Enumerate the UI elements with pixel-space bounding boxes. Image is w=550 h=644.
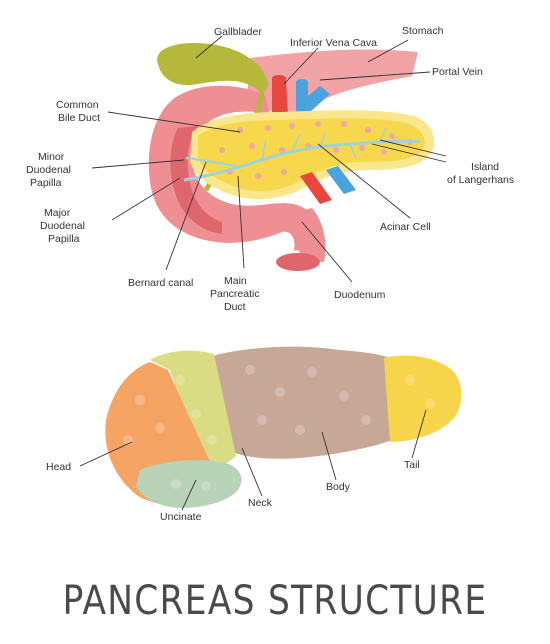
label-head: Head [46, 461, 71, 473]
label-minor-papilla-3: Papilla [30, 177, 62, 189]
label-major-papilla-2: Duodenal [40, 220, 85, 232]
label-tail: Tail [404, 459, 420, 471]
anatomy-illustration [148, 42, 435, 271]
region-uncinate-shape [136, 460, 242, 508]
label-stomach: Stomach [402, 25, 444, 37]
label-acinar-cell: Acinar Cell [380, 221, 431, 233]
label-main-duct-3: Duct [224, 301, 246, 313]
label-islands-2: of Langerhans [447, 174, 514, 186]
duodenum-tube [290, 208, 326, 262]
duodenum-opening [276, 253, 320, 271]
label-islands-1: Island [471, 161, 499, 173]
stomach-shape [246, 49, 418, 112]
gallbladder-shape [157, 42, 269, 91]
label-major-papilla-3: Papilla [48, 233, 80, 245]
label-minor-papilla-2: Duodenal [26, 164, 71, 176]
pancreas-regions [105, 346, 462, 508]
vena-cava-shape [272, 78, 288, 116]
label-major-papilla-1: Major [44, 207, 71, 219]
portal-vein-shape [296, 82, 330, 112]
duodenum-wall [170, 126, 222, 234]
region-texture [123, 365, 435, 491]
anatomy-leader-lines [91, 35, 447, 283]
label-uncinate: Uncinate [160, 511, 202, 523]
label-common-bile-duct-2: Bile Duct [58, 112, 100, 124]
label-bernard-canal: Bernard canal [128, 277, 193, 289]
mesenteric-artery [300, 172, 332, 204]
label-main-duct-2: Pancreatic [210, 288, 260, 300]
anatomy-labels: Gallblader Inferior Vena Cava Stomach Po… [26, 25, 514, 313]
accessory-duct [185, 156, 237, 168]
label-minor-papilla-1: Minor [38, 151, 65, 163]
label-gallbladder: Gallblader [214, 26, 262, 38]
region-leader-lines [79, 409, 427, 511]
region-body-shape [212, 346, 392, 459]
region-tail-shape [384, 355, 462, 442]
label-portal-vein: Portal Vein [432, 66, 483, 78]
label-body: Body [326, 481, 351, 493]
diagram-title: PANCREAS STRUCTURE [62, 578, 488, 624]
label-common-bile-duct-1: Common [56, 99, 99, 111]
label-neck: Neck [248, 497, 273, 509]
label-inferior-vena-cava: Inferior Vena Cava [290, 37, 377, 49]
mesenteric-vein [326, 166, 356, 194]
label-duodenum: Duodenum [334, 289, 386, 301]
region-neck-shape [150, 350, 236, 472]
label-main-duct-1: Main [224, 275, 247, 287]
pancreas-tissue [198, 118, 425, 192]
region-labels: Head Uncinate Neck Body Tail [46, 459, 420, 523]
